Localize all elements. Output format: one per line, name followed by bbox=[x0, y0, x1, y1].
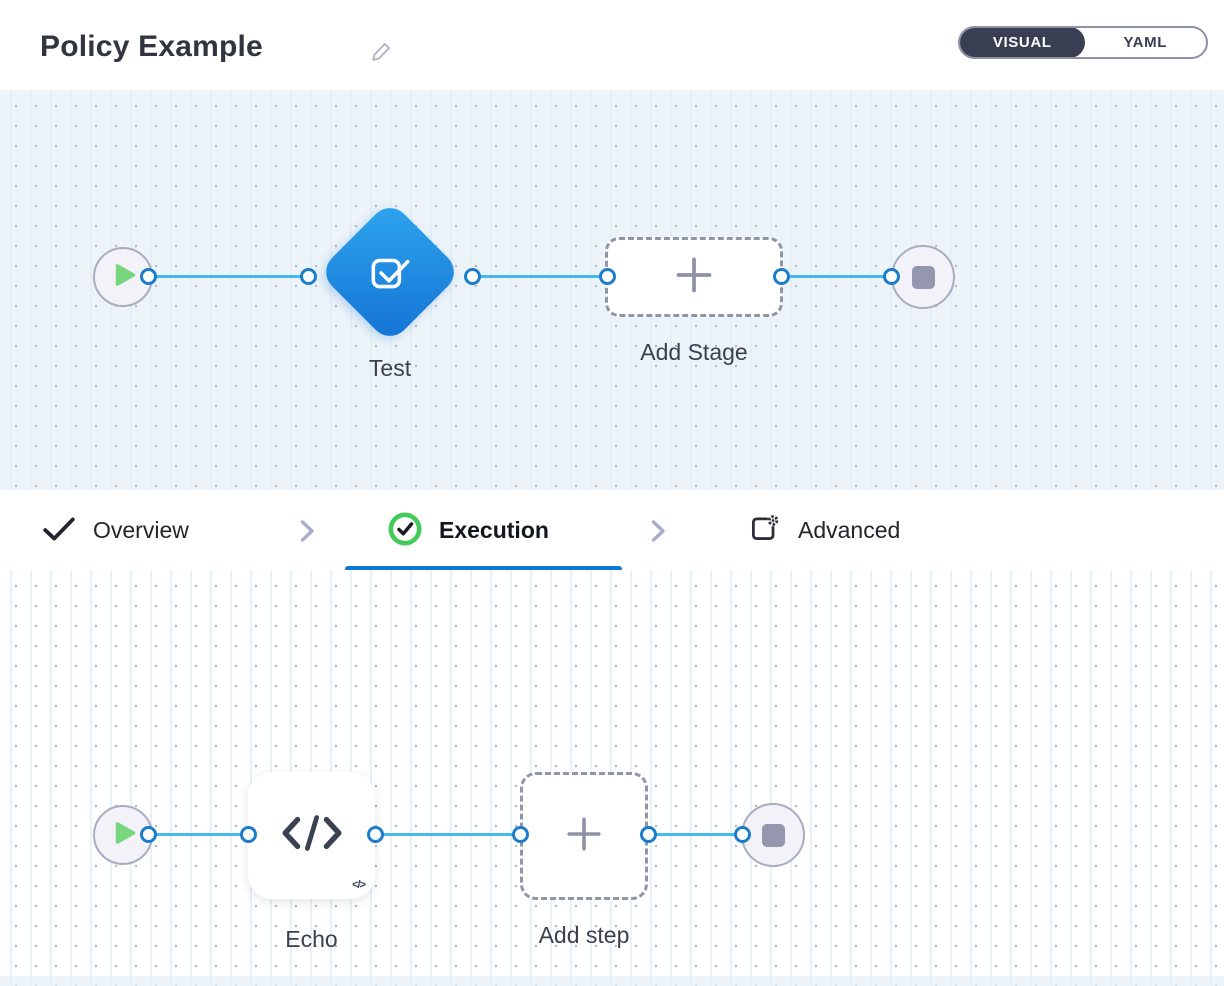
port-echo-in[interactable] bbox=[240, 826, 257, 843]
step-type-badge: </> bbox=[352, 879, 366, 891]
port-test-in[interactable] bbox=[300, 268, 317, 285]
advanced-settings-icon bbox=[747, 513, 781, 548]
plus-icon bbox=[674, 255, 714, 300]
connector-addstep-to-end bbox=[648, 833, 742, 836]
tab-execution-label: Execution bbox=[439, 516, 549, 543]
header: Policy Example VISUAL YAML bbox=[0, 0, 1224, 90]
connector-start-to-test bbox=[148, 275, 308, 278]
pencil-icon bbox=[370, 43, 393, 66]
chevron-right-icon bbox=[295, 516, 319, 551]
toggle-visual-button[interactable]: VISUAL bbox=[960, 28, 1086, 57]
step-node-echo[interactable]: </> bbox=[248, 772, 375, 899]
execution-step-canvas[interactable]: </> Echo Add step bbox=[0, 570, 1224, 986]
tab-advanced-label: Advanced bbox=[798, 516, 901, 543]
plus-icon bbox=[565, 815, 603, 858]
visual-yaml-toggle: VISUAL YAML bbox=[958, 26, 1208, 59]
port-addstage-out[interactable] bbox=[773, 268, 790, 285]
add-stage-label: Add Stage bbox=[640, 339, 748, 365]
page-title: Policy Example bbox=[40, 30, 263, 63]
stage-node-test[interactable] bbox=[317, 199, 463, 345]
check-icon bbox=[42, 515, 76, 546]
stop-icon bbox=[761, 823, 785, 847]
port-addstage-in[interactable] bbox=[599, 268, 616, 285]
edit-title-button[interactable] bbox=[368, 40, 394, 66]
tab-advanced[interactable]: Advanced bbox=[747, 490, 900, 570]
port-addstep-out[interactable] bbox=[640, 826, 657, 843]
port-stage-end-in[interactable] bbox=[883, 268, 900, 285]
port-stage-start-out[interactable] bbox=[140, 268, 157, 285]
stage-canvas[interactable]: Test Add Stage bbox=[0, 90, 1224, 490]
connector-echo-to-addstep bbox=[375, 833, 520, 836]
port-addstep-in[interactable] bbox=[512, 826, 529, 843]
success-check-circle-icon bbox=[388, 512, 422, 549]
step-end-node bbox=[741, 803, 805, 867]
canvas-bottom-strip bbox=[0, 976, 1224, 986]
play-icon bbox=[109, 262, 137, 293]
port-step-end-in[interactable] bbox=[734, 826, 751, 843]
stage-config-tabbar: Overview Execution bbox=[0, 490, 1224, 572]
port-test-out[interactable] bbox=[464, 268, 481, 285]
add-step-button[interactable] bbox=[520, 772, 648, 900]
add-stage-button[interactable] bbox=[605, 237, 783, 317]
connector-test-to-addstage bbox=[472, 275, 607, 278]
connector-addstage-to-end bbox=[781, 275, 891, 278]
tab-execution[interactable]: Execution bbox=[388, 490, 549, 570]
approval-check-square-icon bbox=[365, 247, 415, 297]
chevron-right-icon bbox=[646, 516, 670, 551]
play-icon bbox=[109, 820, 137, 851]
test-node-label: Test bbox=[368, 355, 412, 381]
toggle-yaml-button[interactable]: YAML bbox=[1084, 28, 1206, 57]
echo-node-label: Echo bbox=[285, 926, 338, 952]
port-echo-out[interactable] bbox=[367, 826, 384, 843]
code-icon bbox=[279, 811, 345, 860]
stop-icon bbox=[911, 265, 935, 289]
tab-overview-label: Overview bbox=[93, 516, 189, 543]
connector-start-to-echo bbox=[148, 833, 248, 836]
active-tab-indicator bbox=[345, 566, 622, 572]
stage-end-node bbox=[891, 245, 955, 309]
port-step-start-out[interactable] bbox=[140, 826, 157, 843]
add-step-label: Add step bbox=[538, 922, 630, 948]
tab-overview[interactable]: Overview bbox=[42, 490, 189, 570]
